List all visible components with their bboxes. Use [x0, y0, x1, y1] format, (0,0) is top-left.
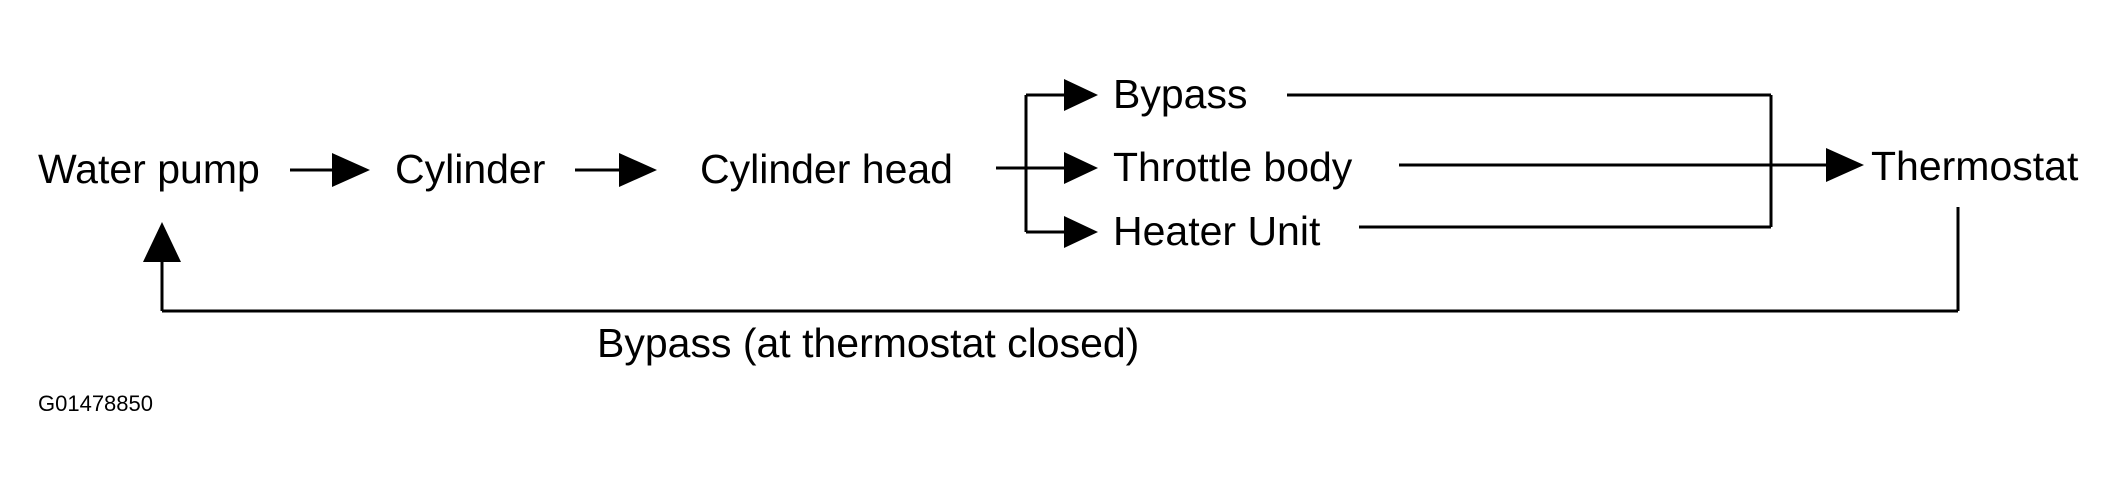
node-water-pump: Water pump	[38, 146, 260, 192]
return-path-to-water-pump	[143, 207, 1960, 313]
return-path-label: Bypass (at thermostat closed)	[597, 320, 1139, 366]
merge-to-thermostat	[1287, 93, 1773, 229]
node-thermostat: Thermostat	[1871, 143, 2079, 189]
node-bypass: Bypass	[1113, 71, 1247, 117]
figure-code: G01478850	[38, 391, 153, 416]
node-cylinder: Cylinder	[395, 146, 545, 192]
node-heater-unit: Heater Unit	[1113, 208, 1321, 254]
arrow-water-pump-to-cylinder	[290, 153, 370, 187]
branch-cylinder-head-split	[996, 79, 1098, 248]
arrow-throttle-body-to-thermostat	[1399, 148, 1864, 182]
node-throttle-body: Throttle body	[1113, 144, 1353, 190]
node-cylinder-head: Cylinder head	[700, 146, 953, 192]
arrow-cylinder-to-cylinder-head	[575, 153, 657, 187]
